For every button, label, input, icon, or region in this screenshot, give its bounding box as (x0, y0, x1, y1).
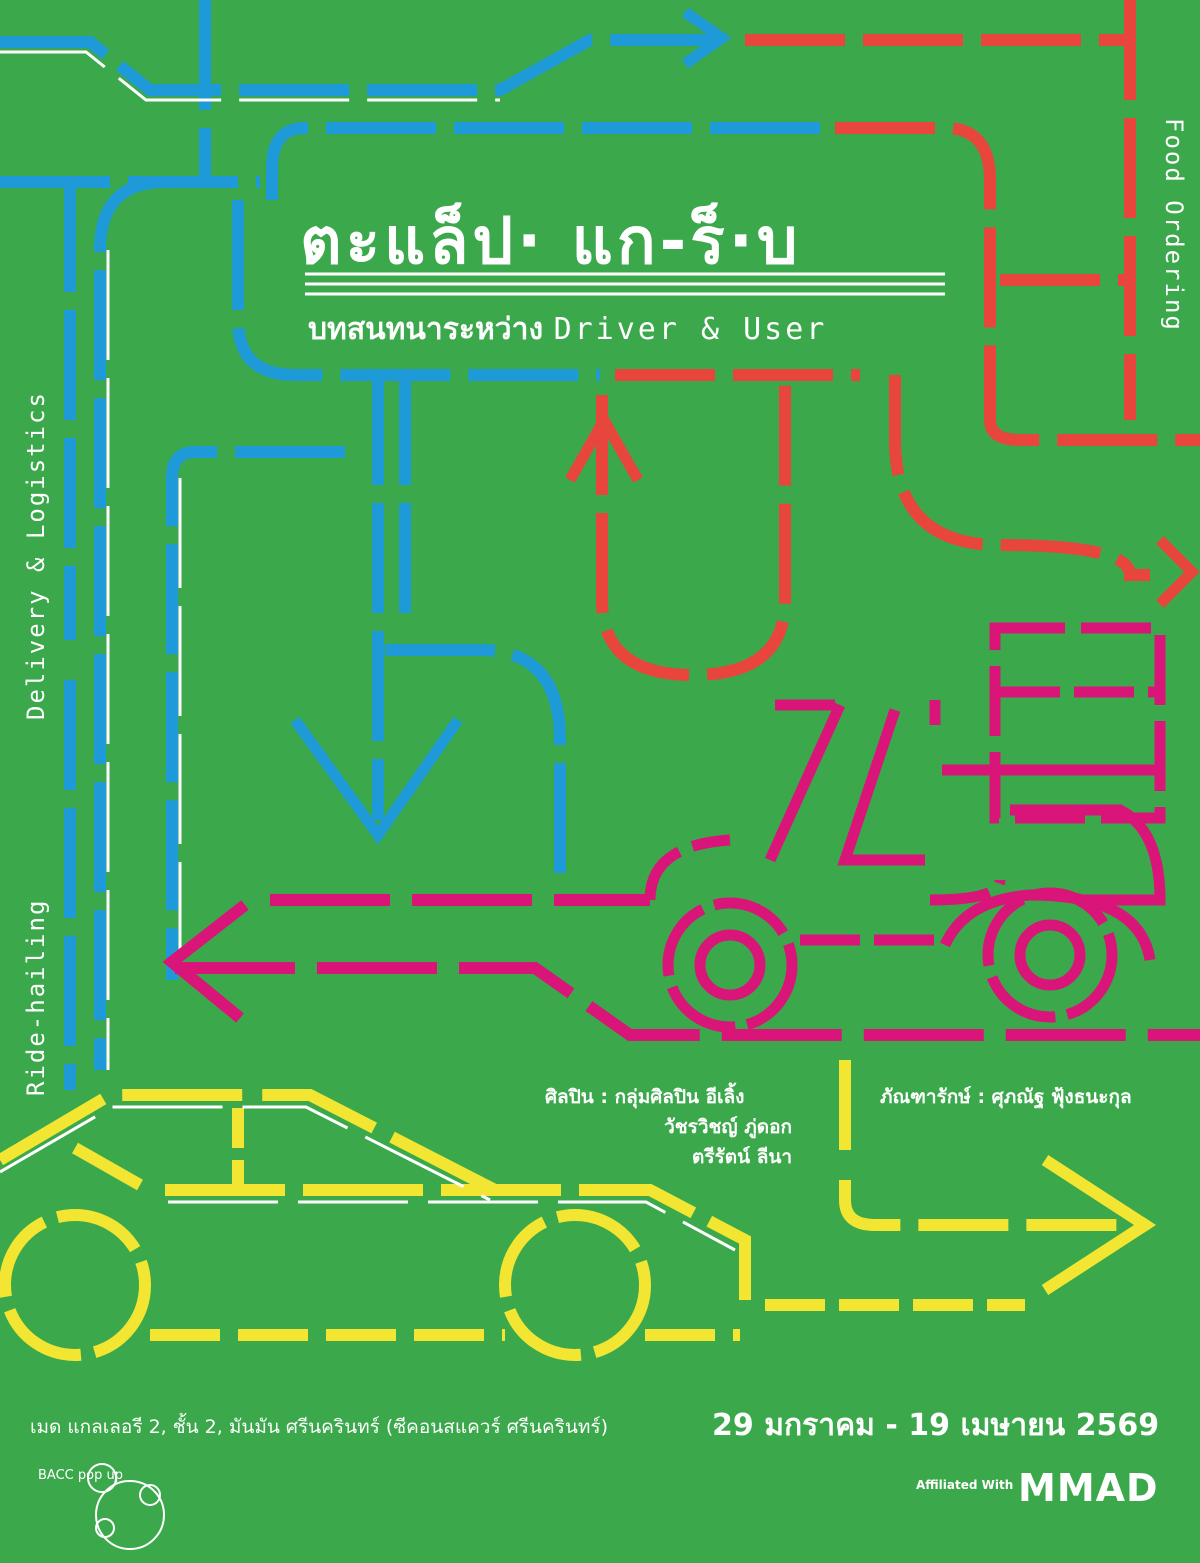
red-routes (596, 0, 1200, 682)
bacc-logo: BACC pop up (38, 1468, 123, 1483)
subtitle-thai: บทสนทนาระหว่าง (308, 312, 544, 347)
blue-down-arrow (290, 716, 463, 845)
venue-text: เมด แกลเลอรี 2, ชั้น 2, มันมัน ศรีนครินท… (30, 1416, 609, 1438)
artists-names: วัชรวิชญ์ ภู่ดอก ตรีรัตน์ ลีนา (664, 1112, 792, 1172)
exhibition-title: ตะแล็ป· แก-ร็·บ (300, 205, 802, 279)
blue-top-arrow (681, 7, 732, 69)
subtitle-english: Driver & User (553, 312, 828, 347)
blue-highlights (0, 50, 500, 1070)
magenta-left-arrow (162, 900, 249, 1023)
curator-credit: ภัณฑารักษ์ : ศุภณัฐ ฟุ้งธนะกุล (880, 1086, 1132, 1108)
red-up-arrow (565, 408, 643, 483)
yellow-right-arrow (1041, 1154, 1157, 1296)
label-delivery-logistics: Delivery & Logistics (22, 391, 50, 720)
exhibition-subtitle: บทสนทนาระหว่าง Driver & User (308, 306, 827, 353)
blue-routes (0, 0, 820, 1090)
car-icon (0, 1089, 1025, 1361)
mmad-logo: MMAD (1018, 1466, 1159, 1510)
yellow-route (839, 1060, 1140, 1231)
red-right-arrow (1156, 536, 1200, 608)
magenta-route (175, 894, 1200, 1041)
scooter-icon (644, 622, 1166, 1033)
exhibition-dates: 29 มกราคม - 19 เมษายน 2569 (712, 1408, 1160, 1443)
artists-credit: ศิลปิน : กลุ่มศิลปิน อีเลิ้ง (545, 1086, 745, 1108)
label-ride-hailing: Ride-hailing (22, 898, 50, 1096)
label-food-ordering: Food Ordering (1160, 118, 1188, 332)
title-underlines (305, 272, 945, 296)
artist-name: วัชรวิชญ์ ภู่ดอก (664, 1116, 792, 1138)
affiliated-label: Affiliated With (916, 1478, 1014, 1492)
artist-name: ตรีรัตน์ ลีนา (692, 1146, 792, 1168)
car-highlights (0, 1105, 736, 1252)
bacc-logo-circles (87, 1463, 165, 1550)
